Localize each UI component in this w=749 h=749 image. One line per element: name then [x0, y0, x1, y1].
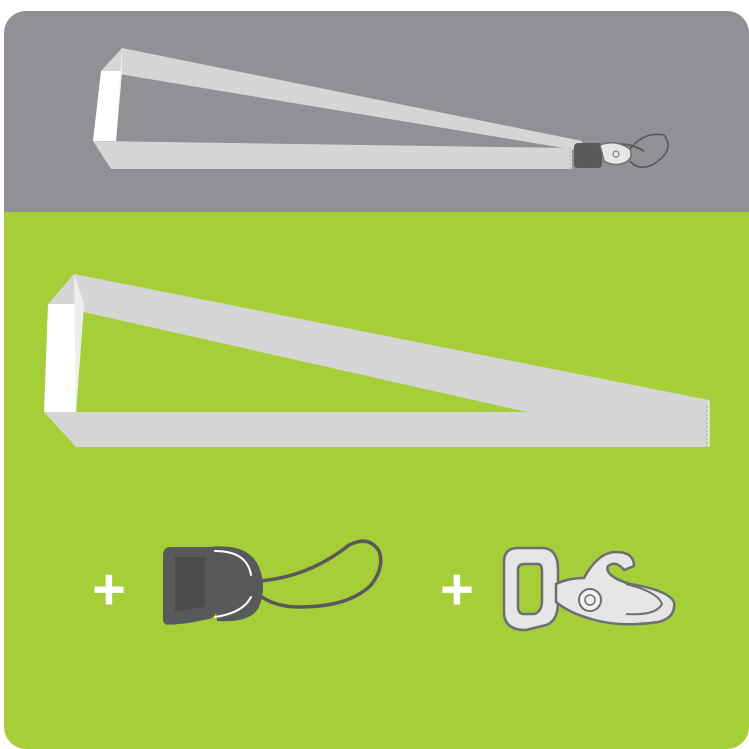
lanyard-strap-front [44, 412, 709, 447]
assembled-lanyard-panel [4, 11, 749, 212]
product-card: + + [4, 11, 749, 749]
plastic-buckle-with-cord-icon [159, 537, 419, 647]
swivel-snap-hook-icon [498, 542, 698, 642]
lanyard-components-panel: + + [4, 212, 749, 749]
plus-icon: + [92, 561, 126, 619]
plus-icon: + [440, 561, 474, 619]
assembled-lanyard-illustration [4, 11, 749, 212]
lanyard-components-illustration [4, 212, 749, 749]
small-hook-icon [600, 143, 631, 165]
